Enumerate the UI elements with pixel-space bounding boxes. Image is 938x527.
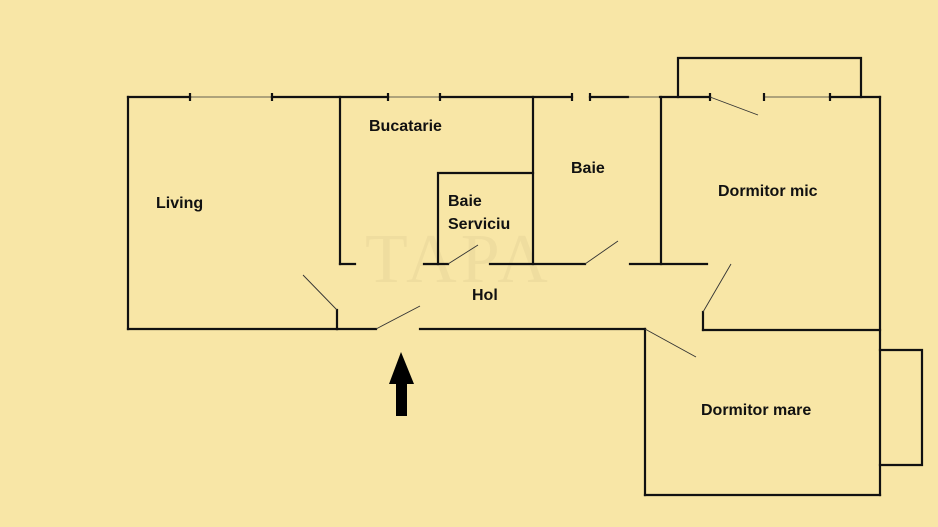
room-label-baie: Baie xyxy=(571,160,605,177)
watermark: TAPA xyxy=(365,221,552,298)
room-label-bucatarie: Bucatarie xyxy=(369,118,442,135)
room-label-dormitor-mic: Dormitor mic xyxy=(718,183,818,200)
door-swings xyxy=(302,96,759,358)
walls xyxy=(126,56,924,497)
arrow-up-icon xyxy=(389,352,414,416)
room-label-hol: Hol xyxy=(472,287,498,304)
room-label-living: Living xyxy=(156,195,203,212)
room-label-baie-serviciu-line2: Serviciu xyxy=(448,216,510,233)
room-label-dormitor-mare: Dormitor mare xyxy=(701,402,811,419)
room-label-baie-serviciu-line1: Baie xyxy=(448,193,482,210)
